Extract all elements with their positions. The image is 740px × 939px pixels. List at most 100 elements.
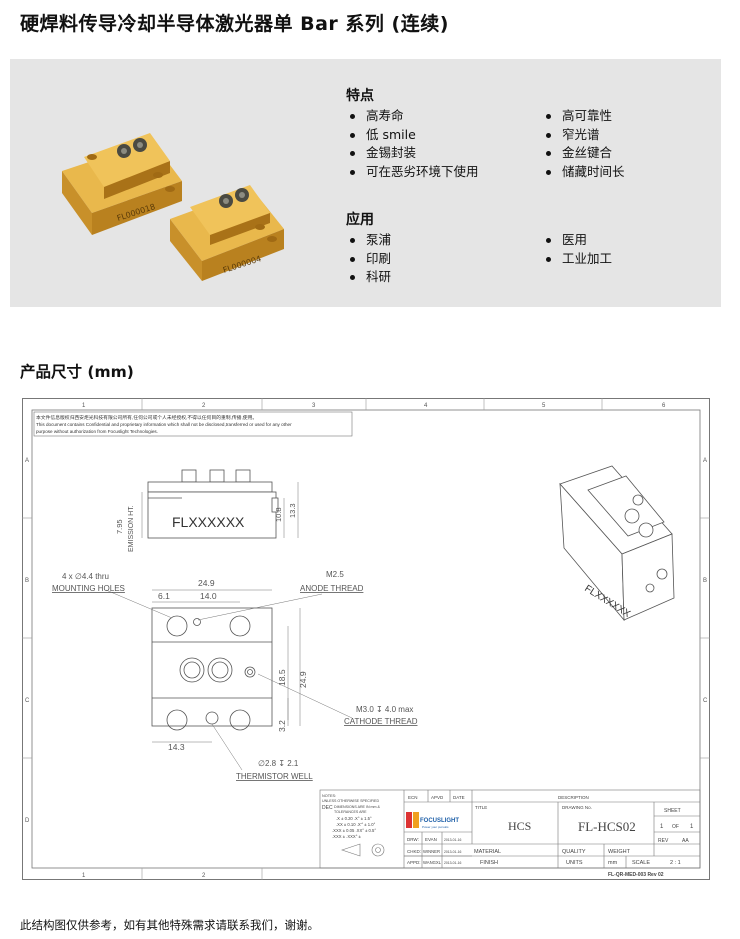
product-photo: FL000018 FL000004 (62, 133, 284, 281)
tb-drawing-no-value: FL-HCS02 (578, 819, 636, 834)
application-item: 医用 (546, 231, 612, 250)
focuslight-logo-icon-2 (413, 812, 419, 828)
tb-dec: DEC (322, 805, 333, 811)
col-label-6: 6 (662, 403, 666, 409)
tb-units-label: UNITS (566, 860, 583, 866)
side-view (147, 469, 279, 539)
tb-drw-date: 2013-01-16 (444, 838, 461, 842)
features-heading: 特点 (346, 88, 374, 104)
feature-item: 窄光谱 (546, 126, 625, 145)
dim-emission-value: 7.95 (115, 519, 124, 534)
tb-units-value: mm (608, 860, 618, 866)
applications-list-left: 泵浦印刷科研 (350, 231, 391, 287)
dim-18-5: 18.5 (277, 669, 287, 686)
tb-apvd: APVD (431, 795, 444, 800)
application-text: 医用 (562, 232, 588, 247)
footer-note: 此结构图仅供参考，如有其他特殊需求请联系我们，谢谢。 (20, 918, 319, 932)
tb-description: DESCRIPTION (558, 795, 589, 800)
technical-drawing: 1 2 3 4 5 6 1 2 A B C D A B C 本文件信息版权归西安… (22, 398, 710, 880)
tb-chkd-name: WINNER (423, 849, 440, 854)
tb-drw-name: EVAN (425, 837, 437, 842)
bullet-icon (350, 113, 355, 119)
feature-item: 金丝键合 (546, 144, 625, 163)
feature-item: 可在恶劣环境下使用 (350, 163, 479, 182)
tb-dims-in: DIMENSIONS ARE IN mm & (334, 805, 381, 809)
dim-3-2: 3.2 (277, 720, 287, 732)
tb-appd-date: 2013-01-16 (444, 861, 461, 865)
tb-finish-label: FINISH (480, 860, 498, 866)
tb-material-label: MATERIAL (474, 849, 501, 855)
laser-module-front: FL000004 (170, 185, 284, 281)
dim-13-3: 13.3 (288, 503, 297, 518)
application-text: 泵浦 (366, 232, 392, 247)
tb-title-value: HCS (508, 819, 531, 833)
isometric-view (559, 465, 675, 622)
tb-scale-label: SCALE (632, 860, 650, 866)
row-label-b: B (25, 578, 29, 584)
tb-sheet-current: 1 (660, 824, 664, 830)
bullet-icon (350, 237, 355, 243)
application-item: 工业加工 (546, 250, 612, 269)
feature-item: 低 smile (350, 126, 479, 145)
application-text: 印刷 (366, 250, 392, 266)
applications-list-right: 医用工业加工 (546, 231, 612, 268)
tb-drawing-no-label: DRAWING No. (562, 805, 592, 810)
bullet-icon (546, 151, 551, 157)
row-label-a: A (25, 458, 29, 464)
projection-symbol (341, 843, 385, 857)
feature-text: 高寿命 (366, 108, 404, 123)
cathode-thread-size: M3.0 ↧ 4.0 max (356, 705, 413, 714)
dim-24-9-side: 24.9 (298, 671, 308, 688)
tb-tol-3: .XXX ± 0.05 .XX° ± 0.5° (332, 828, 376, 833)
bullet-icon (546, 113, 551, 119)
tb-date: DATE (453, 795, 465, 800)
bullet-icon (546, 237, 551, 243)
bullet-icon (350, 169, 355, 175)
bullet-icon (350, 256, 355, 262)
row-label-b-right: B (703, 578, 707, 584)
thermistor-well-label: THERMISTOR WELL (236, 772, 313, 781)
bullet-icon (350, 151, 355, 157)
side-part-marking: FLXXXXXX (172, 514, 245, 530)
focuslight-logo-sub: Power your pursuits (422, 825, 449, 829)
feature-text: 低 smile (366, 126, 416, 142)
bullet-icon (546, 132, 551, 138)
dim-14-0: 14.0 (200, 591, 217, 601)
page-title: 硬焊料传导冷却半导体激光器单 Bar 系列 (连续) (20, 13, 449, 35)
feature-text: 储藏时间长 (562, 164, 625, 180)
tb-ecn: ECN (408, 795, 418, 800)
tb-tol-4: .XXX ± .XXX° ± (332, 834, 362, 839)
tb-title-label: TITLE (475, 805, 487, 810)
application-item: 印刷 (350, 250, 391, 269)
bullet-icon (350, 275, 355, 281)
mounting-holes-qty: 4 x ∅4.4 thru (62, 572, 109, 581)
col-label-bottom-2: 2 (202, 873, 206, 879)
dim-14-3: 14.3 (168, 742, 185, 752)
bullet-icon (546, 256, 551, 262)
features-list-left: 高寿命低 smile 金锡封装可在恶劣环境下使用 (350, 107, 479, 182)
tb-sheet-label: SHEET (664, 808, 681, 814)
tb-appd-name: WANGXL (423, 860, 442, 865)
feature-text: 窄光谱 (562, 126, 600, 142)
dim-6-1: 6.1 (158, 591, 170, 601)
features-list-right: 高可靠性窄光谱金丝键合储藏时间长 (546, 107, 625, 182)
feature-text: 高可靠性 (562, 108, 613, 123)
row-label-c-right: C (703, 698, 708, 704)
col-label-2: 2 (202, 403, 206, 409)
laser-module-back: FL000018 (62, 133, 182, 235)
title-block (319, 789, 701, 869)
col-label-5: 5 (542, 403, 546, 409)
tb-rev-label: REV (658, 838, 669, 844)
cathode-thread-label: CATHODE THREAD (344, 717, 418, 726)
focuslight-logo-icon (406, 812, 412, 828)
application-text: 科研 (366, 269, 392, 285)
tb-notes: NOTES: (322, 794, 336, 798)
feature-text: 金锡封装 (366, 145, 417, 161)
applications-heading: 应用 (346, 212, 374, 228)
application-item: 泵浦 (350, 231, 391, 250)
focuslight-logo-text: FOCUSLIGHT (420, 818, 459, 824)
row-label-a-right: A (703, 458, 707, 464)
tb-appd-label: APPD: (407, 860, 421, 865)
feature-panel: FL000018 FL000004 特点 高寿命低 smile 金锡封装可在恶劣环… (10, 59, 721, 307)
dim-24-9-top: 24.9 (198, 578, 215, 588)
